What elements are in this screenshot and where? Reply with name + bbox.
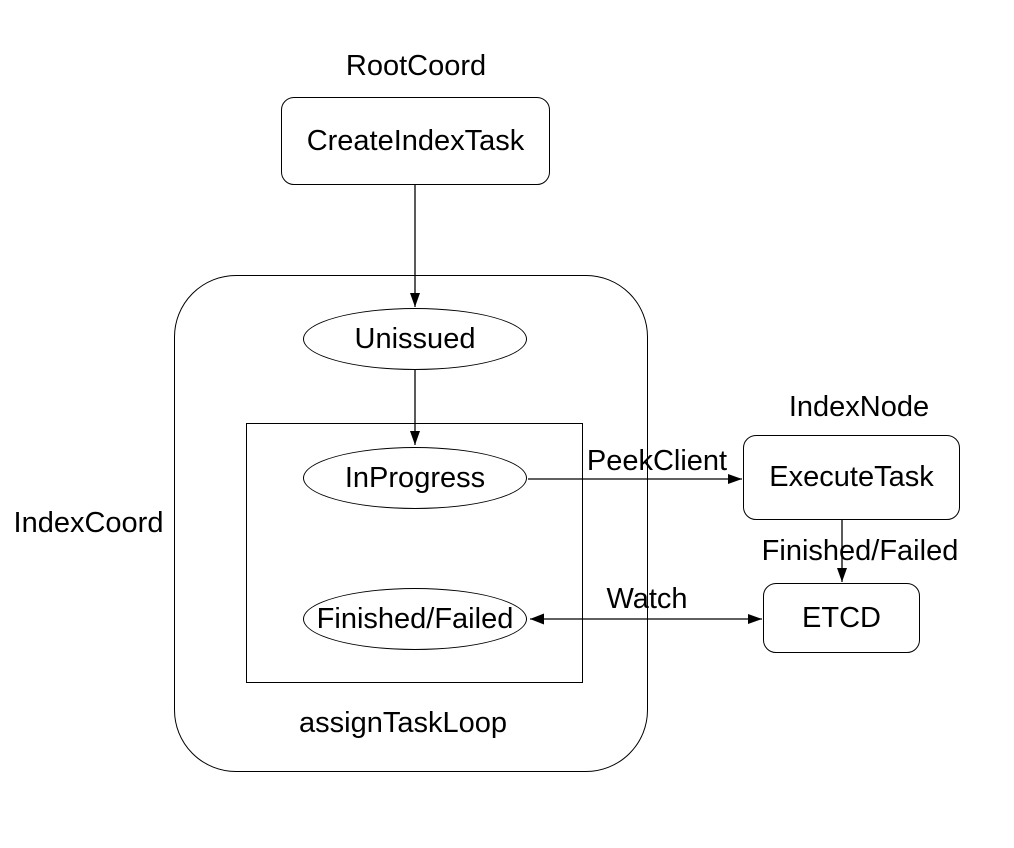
watch-edge-label: Watch — [606, 582, 688, 615]
execute-task-node: ExecuteTask — [743, 435, 960, 520]
unissued-state: Unissued — [303, 308, 527, 370]
finished-failed-state: Finished/Failed — [303, 588, 527, 650]
peekclient-edge-label: PeekClient — [586, 444, 728, 477]
inprogress-state: InProgress — [303, 447, 527, 509]
assigntaskloop-label: assignTaskLoop — [299, 707, 507, 739]
indexcoord-label: IndexCoord — [13, 507, 164, 539]
finished-failed-edge-label: Finished/Failed — [761, 534, 959, 567]
rootcoord-label: RootCoord — [345, 50, 487, 82]
indexcoord-container — [174, 275, 648, 772]
indexnode-label: IndexNode — [788, 391, 930, 423]
etcd-node: ETCD — [763, 583, 920, 653]
create-index-task-node: CreateIndexTask — [281, 97, 550, 185]
